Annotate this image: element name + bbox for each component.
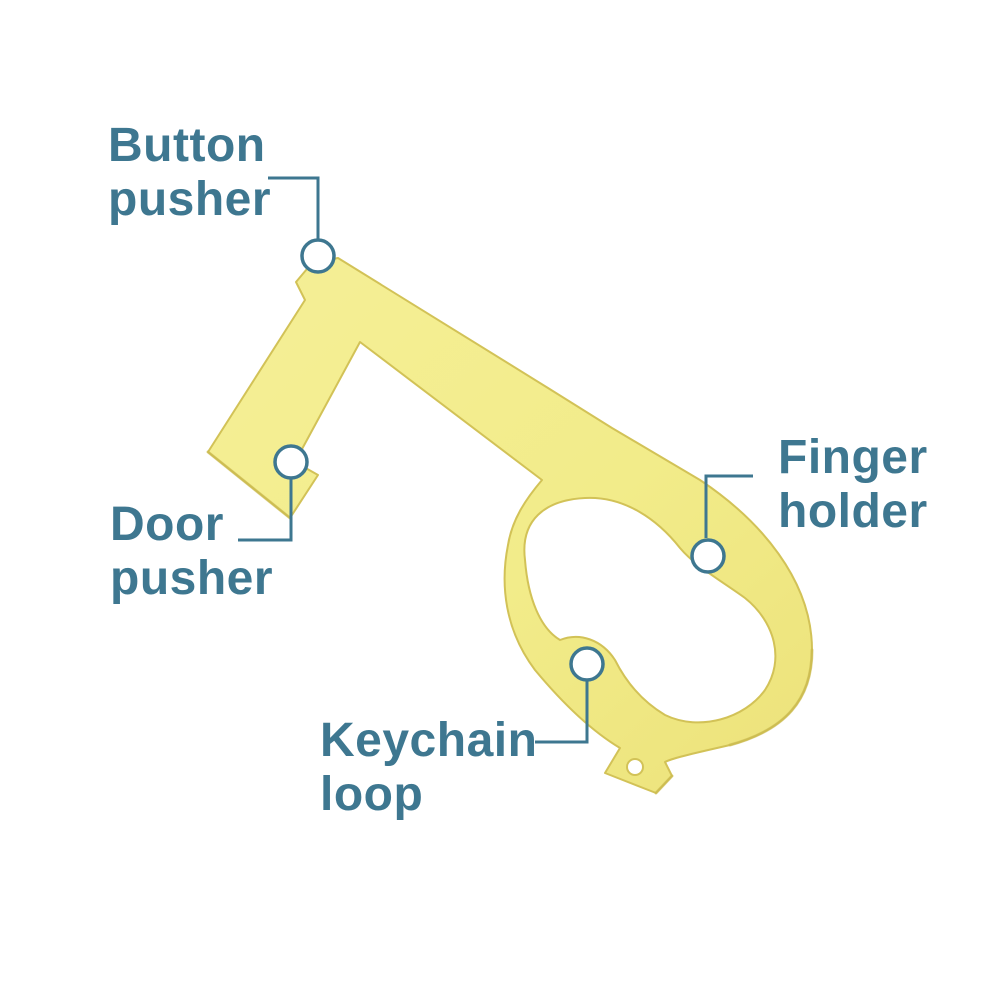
tool-edge-shade: [206, 450, 814, 795]
label-keychain-loop-line1: Keychain: [320, 714, 538, 767]
marker-door-pusher-icon: [273, 444, 309, 480]
label-finger-holder-line2: holder: [778, 485, 928, 538]
label-keychain-loop-line2: loop: [320, 768, 424, 821]
label-door-pusher-line1: Door: [110, 498, 224, 551]
label-button-pusher-line2: pusher: [108, 173, 272, 226]
label-button-pusher-line1: Button: [108, 119, 266, 172]
leader-line-finger-holder: [704, 474, 753, 538]
label-door-pusher: Door pusher: [110, 498, 273, 606]
label-keychain-loop: Keychain loop: [320, 714, 537, 822]
label-finger-holder-line1: Finger: [778, 431, 928, 484]
leader-line-door-pusher: [238, 478, 293, 542]
marker-keychain-loop-icon: [569, 646, 605, 682]
marker-button-pusher-icon: [300, 238, 336, 274]
tool-body: [207, 257, 813, 794]
tool-icon: [206, 257, 814, 795]
label-door-pusher-line2: pusher: [110, 552, 274, 605]
label-finger-holder: Finger holder: [778, 431, 928, 539]
leader-line-keychain-loop: [535, 680, 589, 744]
leader-line-button-pusher: [268, 176, 320, 240]
label-button-pusher: Button pusher: [108, 119, 271, 227]
marker-finger-holder-icon: [690, 538, 726, 574]
